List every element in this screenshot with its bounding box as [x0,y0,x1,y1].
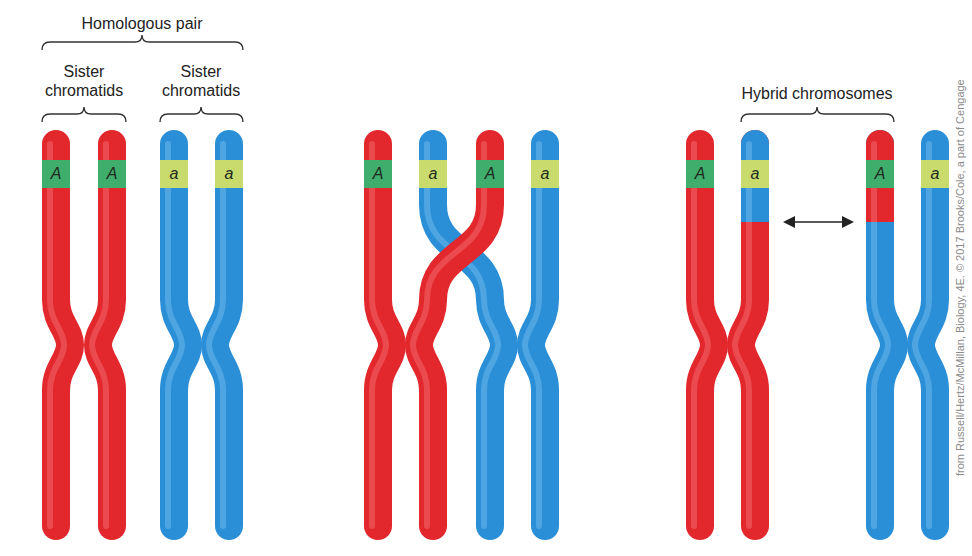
group-label: Hybrid chromosomes [741,84,892,103]
allele-label: A [695,165,706,183]
gene-band: a [741,160,769,188]
chromatid [866,200,894,222]
gene-band: a [921,160,949,188]
chromatid-highlight [525,144,539,526]
chromatid-highlight [413,144,484,526]
gene-band: A [98,160,126,188]
allele-label: A [51,165,62,183]
chromatid-highlight [372,144,386,526]
chromatid-highlight [50,144,64,526]
gene-band: A [364,160,392,188]
chromatid [741,200,769,222]
chromatid-highlight [874,144,888,526]
gene-band: a [160,160,188,188]
bracket [42,35,894,122]
bracket [741,107,894,122]
allele-label: A [107,165,118,183]
allele-label: a [170,165,179,183]
group-label: Sister chromatids [39,62,129,100]
allele-label: a [751,165,760,183]
double-arrow [792,221,845,223]
bracket [42,35,243,50]
allele-label: a [541,165,550,183]
allele-label: A [485,165,496,183]
bracket [42,107,126,122]
chromatid-highlight [871,200,877,222]
bracket [160,107,243,122]
double-arrow [783,216,854,228]
gene-band: A [866,160,894,188]
chromatid [866,144,894,208]
chromatid-highlight [168,144,182,526]
group-label: Sister chromatids [156,62,246,100]
allele-label: A [875,165,886,183]
credit-line: from Russell/Hertz/McMillan, Biology, 4E… [954,80,966,477]
group-heading: Homologous pair [82,14,203,33]
gene-band: A [42,160,70,188]
allele-label: a [429,165,438,183]
gene-band: a [531,160,559,188]
arrowhead [783,216,795,228]
chromatid-highlight [746,200,752,222]
chromatid-highlight [209,144,223,526]
chromatid-highlight [915,144,929,526]
gene-band: A [686,160,714,188]
gene-band: a [215,160,243,188]
allele-label: A [373,165,384,183]
chromatid [741,144,769,208]
gene-band: a [419,160,447,188]
allele-label: a [931,165,940,183]
arrowhead [842,216,854,228]
gene-band: A [476,160,504,188]
chromatid-highlight [92,144,106,526]
chromatid-highlight [694,144,708,526]
allele-label: a [225,165,234,183]
